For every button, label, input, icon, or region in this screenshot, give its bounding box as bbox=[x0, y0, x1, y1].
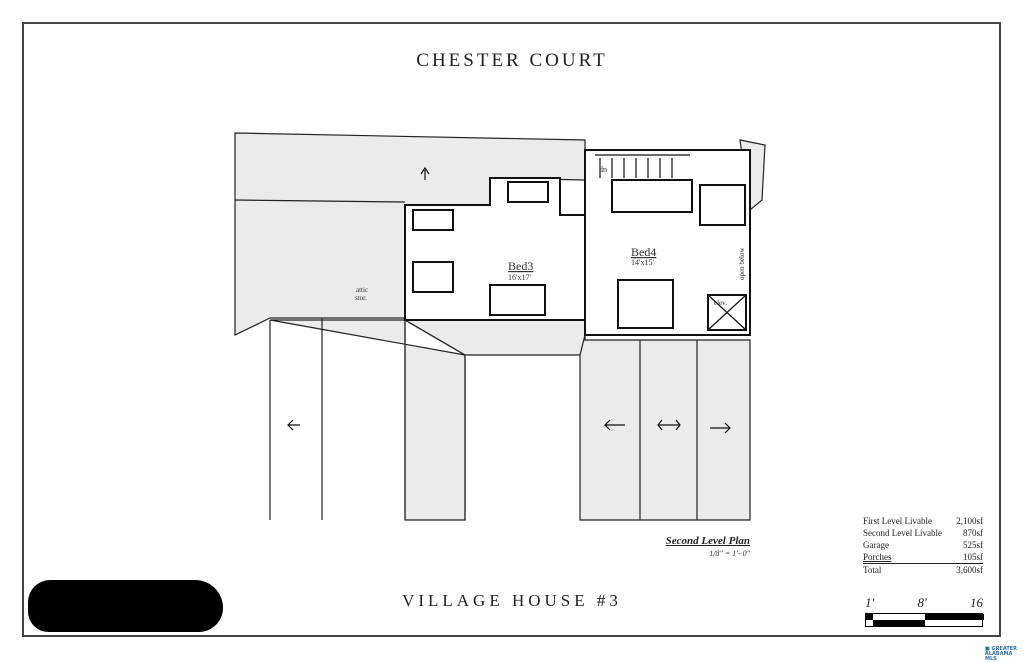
area-value: 105sf bbox=[963, 552, 983, 562]
scale-label: 8' bbox=[917, 595, 927, 610]
drawing-frame bbox=[22, 22, 1001, 637]
project-title: CHESTER COURT bbox=[416, 50, 608, 71]
plan-name: Second Level Plan bbox=[665, 535, 750, 547]
area-label: Total bbox=[863, 565, 882, 575]
area-value: 3,600sf bbox=[956, 565, 983, 575]
open-below-label: open below bbox=[738, 247, 746, 280]
roof-left-lower bbox=[269, 319, 751, 521]
bed4-label: Bed4 bbox=[631, 245, 656, 259]
area-label: Garage bbox=[863, 540, 889, 550]
elev-label: elev. bbox=[714, 299, 727, 307]
plan-scale: 1/8" = 1'- 0" bbox=[709, 549, 750, 558]
house-name: VILLAGE HOUSE #3 bbox=[402, 591, 622, 610]
area-table: First Level Livable 2,100sf Second Level … bbox=[863, 515, 983, 576]
scale-bar: 1' 8' 16 bbox=[865, 595, 984, 627]
area-label: First Level Livable bbox=[863, 516, 932, 526]
redacted-block bbox=[28, 580, 223, 632]
area-value: 525sf bbox=[963, 540, 983, 550]
scale-bar-graphic bbox=[865, 613, 984, 627]
rooms bbox=[404, 149, 751, 336]
bed4-size: 14'x15' bbox=[631, 258, 654, 267]
bed3-label: Bed3 bbox=[508, 259, 533, 273]
stor-label: stor. bbox=[355, 294, 367, 302]
area-value: 2,100sf bbox=[956, 516, 983, 526]
area-value: 870sf bbox=[963, 528, 983, 538]
area-label: Second Level Livable bbox=[863, 528, 942, 538]
scale-label: 16 bbox=[970, 595, 983, 610]
scale-label: 1' bbox=[865, 595, 875, 610]
dn-label: dn bbox=[599, 165, 607, 174]
area-label: Porches bbox=[863, 552, 892, 562]
bed3-size: 16'x17' bbox=[508, 273, 531, 282]
attic-label: attic bbox=[356, 286, 368, 294]
